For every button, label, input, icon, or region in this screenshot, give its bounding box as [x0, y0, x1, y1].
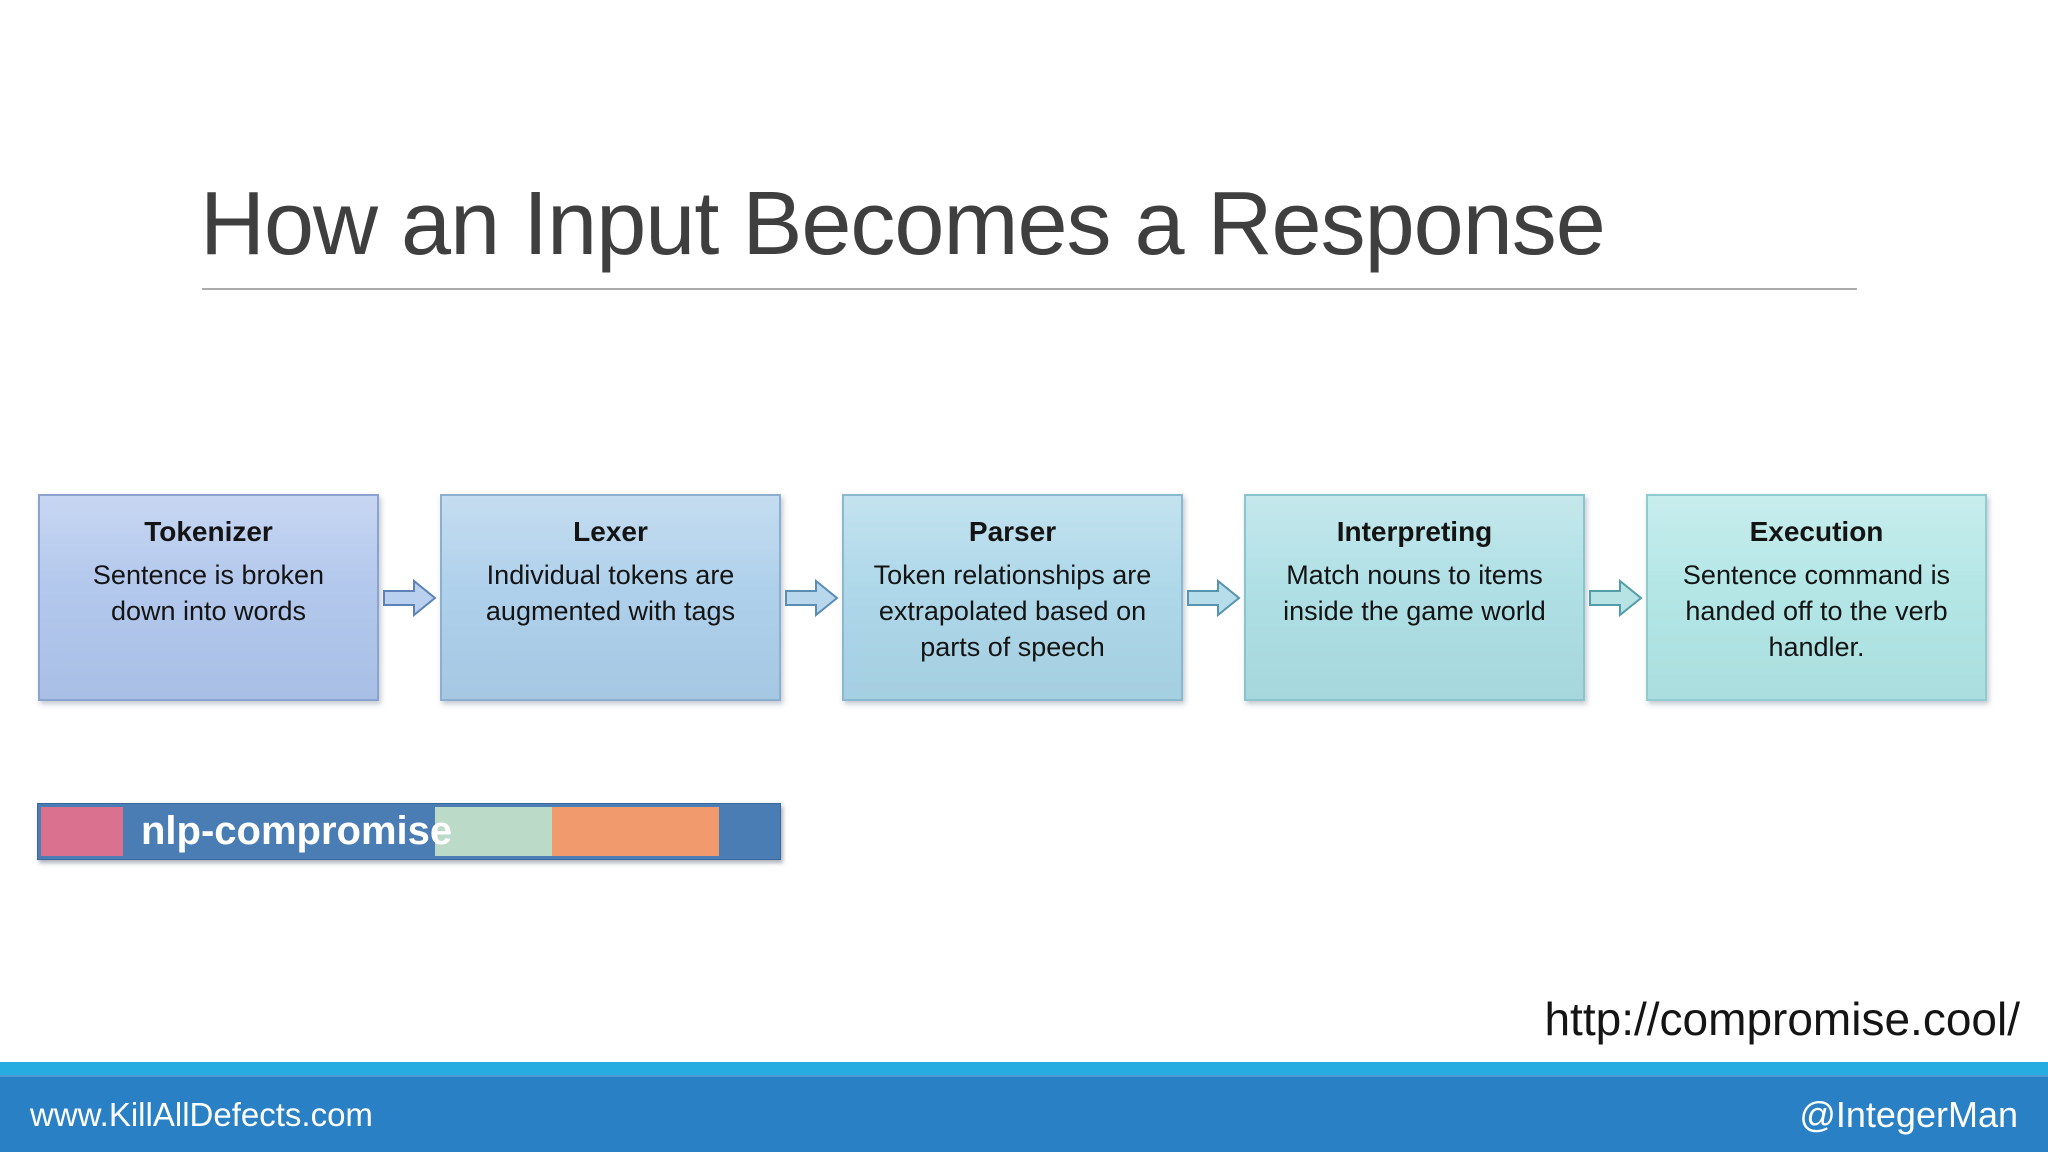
compromise-url-text: http://compromise.cool/ — [1544, 993, 2020, 1045]
step-box-parser: Parser Token relationships are extrapola… — [842, 494, 1183, 701]
step-title: Tokenizer — [144, 516, 273, 547]
segment-pink — [41, 807, 123, 856]
step-description: Sentence command is handed off to the ve… — [1682, 560, 1951, 662]
pipeline-flow-diagram: Tokenizer Sentence is broken down into w… — [38, 494, 1988, 701]
footer-bar: www.KillAllDefects.com @IntegerMan — [0, 1075, 2048, 1152]
step-box-tokenizer: Tokenizer Sentence is broken down into w… — [38, 494, 379, 701]
footer-accent-strip — [0, 1062, 2048, 1075]
flow-arrow-cell — [1183, 494, 1244, 701]
right-arrow-icon — [1588, 578, 1643, 617]
segment-orange — [552, 807, 719, 856]
slide-title: How an Input Becomes a Response — [200, 174, 1606, 274]
title-underline — [202, 288, 1857, 290]
right-arrow-icon — [382, 578, 437, 617]
flow-arrow-cell — [379, 494, 440, 701]
step-description: Token relationships are extrapolated bas… — [873, 560, 1152, 662]
footer-website-text: www.KillAllDefects.com — [30, 1095, 373, 1133]
right-arrow-icon — [784, 578, 839, 617]
flow-arrow-cell — [1585, 494, 1646, 701]
step-title: Interpreting — [1336, 516, 1493, 547]
footer-twitter-handle: @IntegerMan — [1799, 1093, 2018, 1135]
step-title: Parser — [968, 516, 1057, 547]
step-title: Execution — [1749, 516, 1884, 547]
nlp-compromise-legend-bar: nlp-compromise — [37, 803, 781, 860]
step-title: Lexer — [573, 516, 648, 547]
step-box-execution: Execution Sentence command is handed off… — [1646, 494, 1987, 701]
step-box-interpreting: Interpreting Match nouns to items inside… — [1244, 494, 1585, 701]
step-box-lexer: Lexer Individual tokens are augmented wi… — [440, 494, 781, 701]
flow-arrow-cell — [781, 494, 842, 701]
right-arrow-icon — [1186, 578, 1241, 617]
step-description: Match nouns to items inside the game wor… — [1283, 560, 1546, 626]
library-name-label: nlp-compromise — [141, 809, 453, 853]
step-description: Sentence is broken down into words — [92, 560, 325, 626]
step-description: Individual tokens are augmented with tag… — [485, 560, 736, 626]
segment-mint — [435, 807, 552, 856]
